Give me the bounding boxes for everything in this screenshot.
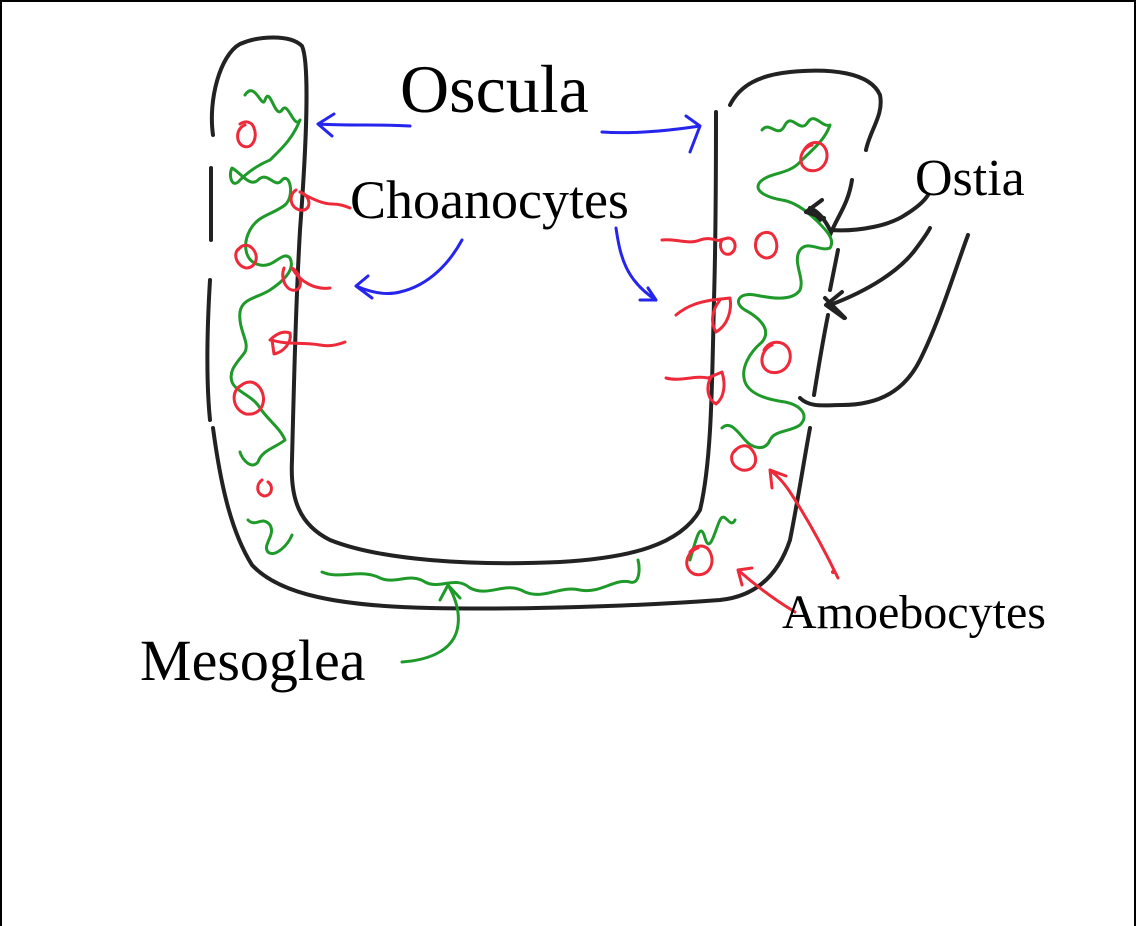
amoebocyte-cell (238, 122, 256, 147)
outer-wall-right-low2 (814, 315, 828, 395)
pointer-dot (831, 570, 835, 574)
choanocyte-cell (666, 372, 724, 404)
ostium-channel-1 (810, 195, 928, 230)
oscula-label: Oscula (400, 51, 589, 127)
mesoglea-layer (230, 91, 831, 595)
mesoglea-left-wall (230, 91, 300, 465)
choanocyte-arrow-left (356, 240, 462, 298)
amoebocyte-cell (732, 446, 756, 470)
ostia-label: Ostia (915, 150, 1025, 207)
outer-wall-right-mid (830, 180, 852, 235)
outer-wall-right-low (830, 250, 838, 290)
mesoglea-label: Mesoglea (140, 628, 366, 693)
choanocytes-label: Choanocytes (350, 170, 629, 230)
mesoglea-left-lower (248, 520, 292, 554)
choanocyte-cell (662, 238, 735, 254)
oscula-arrow-right (602, 116, 700, 152)
amoebocyte-cell (755, 232, 776, 258)
mesoglea-right-wall (722, 119, 832, 448)
outer-wall-left-3 (207, 280, 210, 420)
oscula-arrow-left (318, 114, 410, 136)
amoebocyte-cell (762, 342, 790, 372)
mesoglea-arrow (402, 585, 460, 662)
mesoglea-right-lower (690, 517, 735, 560)
mesoglea-bottom (322, 560, 639, 594)
ostium-channel-2 (830, 228, 930, 305)
amoebocytes-label: Amoebocytes (782, 586, 1046, 639)
choanocyte-cell (270, 332, 345, 354)
outer-wall-right-top (730, 71, 881, 150)
amoebocyte-cell (258, 480, 272, 496)
choanocyte-arrow-right (616, 228, 656, 300)
choanocyte-cell (676, 298, 730, 332)
